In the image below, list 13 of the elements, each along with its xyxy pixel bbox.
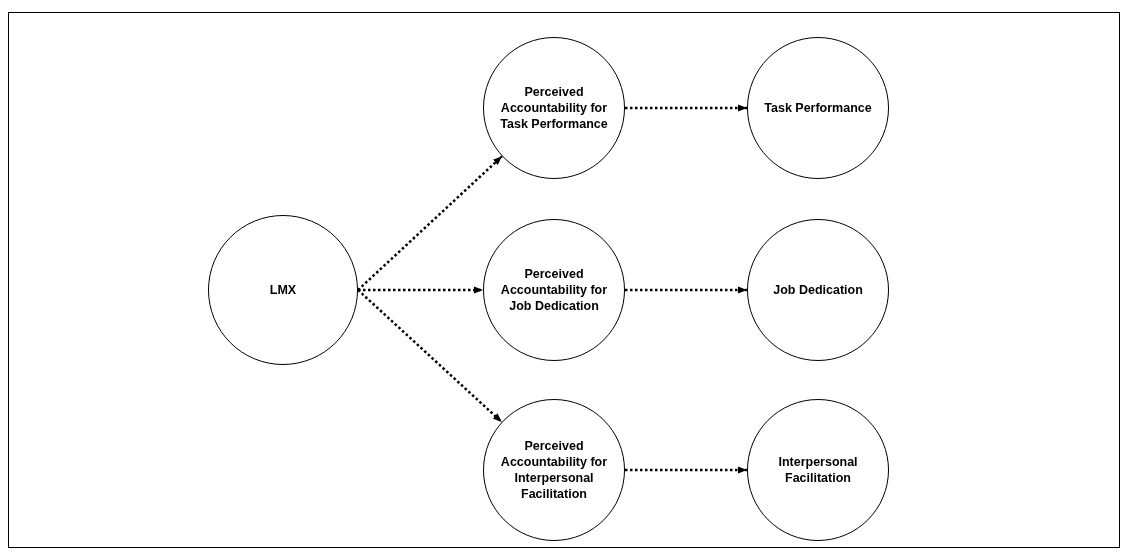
node-label: Interpersonal Facilitation	[777, 453, 859, 487]
dotted-arrow	[625, 104, 747, 112]
node-label: LMX	[268, 281, 298, 299]
dotted-arrow	[625, 466, 747, 474]
node-label: Perceived Accountability for Task Performance	[499, 83, 609, 133]
dotted-arrow	[357, 155, 503, 291]
dotted-arrow	[357, 289, 503, 423]
node-label: Perceived Accountability for Interpersonal Facilitation	[499, 437, 609, 503]
node-label: Task Performance	[763, 99, 873, 117]
dotted-arrow	[625, 286, 747, 294]
dotted-arrow	[358, 286, 483, 294]
node-label: Job Dedication	[772, 281, 864, 299]
node-label: Perceived Accountability for Job Dedication	[499, 265, 609, 315]
